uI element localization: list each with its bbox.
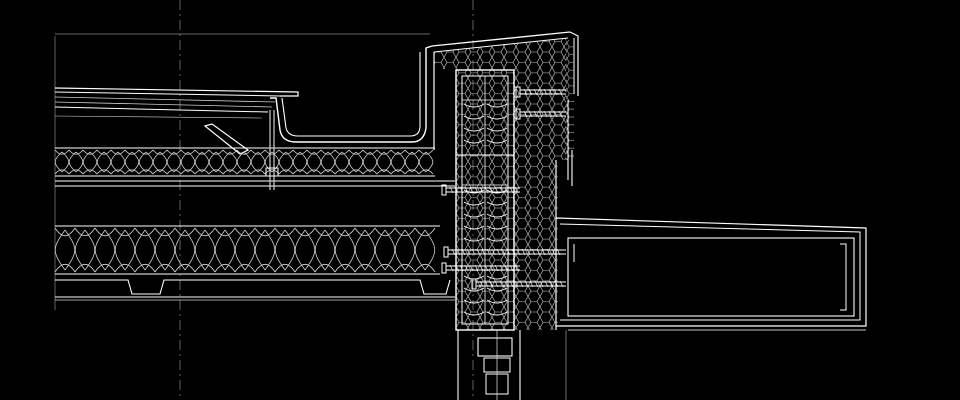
steel-column: [455, 69, 515, 331]
outer-flashing: [567, 100, 573, 186]
fasteners: [441, 86, 566, 290]
upper-insulation-layer: [54, 147, 435, 177]
upper-roof-deck: [54, 87, 299, 119]
window-mullion: [457, 330, 567, 400]
reference-lines: [54, 0, 474, 400]
lower-deck-sheeting: [55, 279, 455, 301]
canopy-box: [555, 217, 867, 331]
roof-deck-line: [55, 110, 455, 190]
drain-outlet: [203, 123, 250, 155]
lower-insulation-layer: [54, 225, 440, 275]
